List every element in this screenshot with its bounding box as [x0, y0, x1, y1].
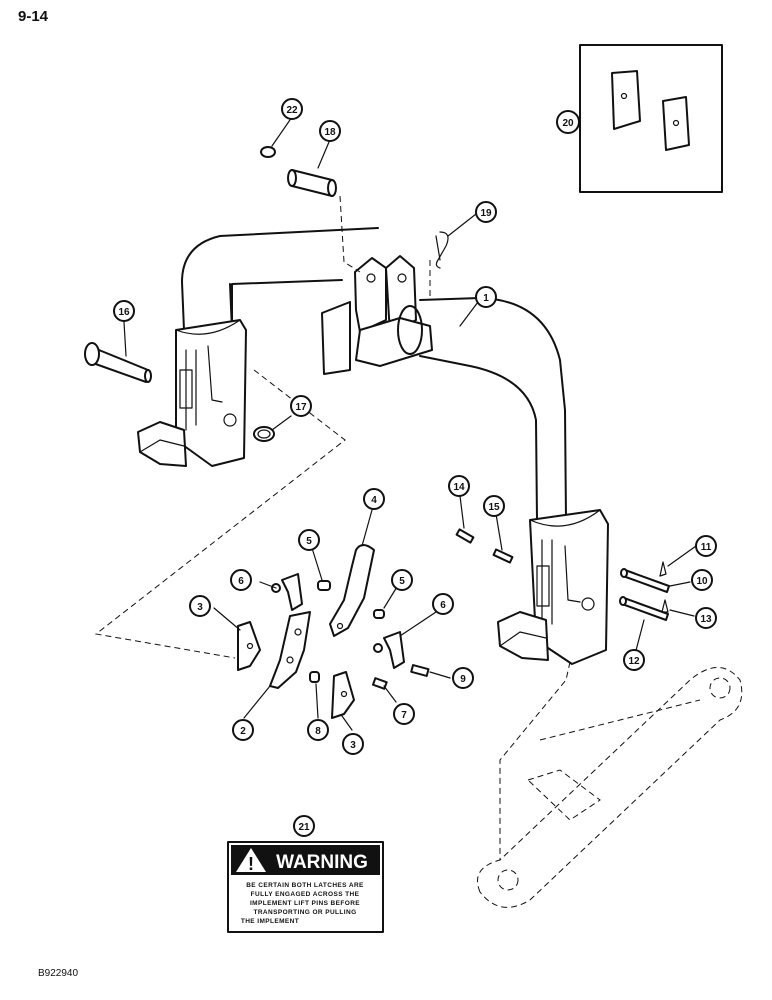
warning-symbol: !: [248, 854, 254, 874]
pin-18: [287, 169, 337, 197]
callout-13: 13: [695, 607, 717, 629]
clip-19: [435, 231, 449, 269]
callout-15: 15: [483, 495, 505, 517]
warning-line: BE CERTAIN BOTH LATCHES ARE: [246, 882, 364, 889]
warning-line: IMPLEMENT LIFT PINS BEFORE: [250, 900, 360, 907]
pin-16: [84, 342, 152, 383]
callout-16: 16: [113, 300, 135, 322]
snap-ring-22: [260, 146, 276, 158]
figure-code: B922940: [38, 968, 79, 979]
callout-label: 19: [480, 208, 492, 219]
pin-12: [619, 596, 669, 621]
callout-22: 22: [281, 98, 303, 120]
callout-3-lower: 3: [342, 733, 364, 755]
warning-line: TRANSPORTING OR PULLING: [253, 909, 356, 916]
callout-label: 22: [286, 105, 298, 116]
lower-link: [477, 667, 743, 908]
spring-6-left: [271, 573, 303, 611]
callout-19: 19: [475, 201, 497, 223]
callout-9: 9: [452, 667, 474, 689]
callout-label: 8: [315, 726, 321, 737]
plate-3-lower: [331, 671, 355, 719]
callout-6-right: 6: [432, 593, 454, 615]
callout-6-left: 6: [230, 569, 252, 591]
pin-9: [410, 664, 430, 677]
warning-line: THE IMPLEMENT: [241, 918, 299, 925]
latch-4: [329, 544, 375, 637]
callout-18: 18: [319, 120, 341, 142]
callout-label: 5: [399, 576, 405, 587]
pin-10: [620, 568, 670, 593]
callout-11: 11: [695, 535, 717, 557]
callout-label: 11: [701, 542, 712, 553]
callout-leaders: [123, 116, 697, 731]
callouts: 22 18 19 20 16 1 17 14 15 4 5 5 6 6 3 11…: [113, 98, 717, 837]
callout-label: 14: [453, 482, 465, 493]
callout-8: 8: [307, 719, 329, 741]
warning-heading: WARNING: [276, 852, 368, 873]
callout-label: 3: [197, 602, 203, 613]
callout-label: 5: [306, 536, 312, 547]
callout-12: 12: [623, 649, 645, 671]
callout-label: 2: [240, 726, 246, 737]
callout-label: 1: [483, 293, 489, 304]
callout-14: 14: [448, 475, 470, 497]
callout-label: 20: [562, 118, 574, 129]
callout-20: 20: [556, 110, 580, 134]
inset-wear-plates: [579, 44, 723, 193]
callout-1: 1: [475, 286, 497, 308]
callout-label: 21: [298, 822, 310, 833]
callout-label: 4: [371, 495, 377, 506]
guide-lower-link: [499, 661, 571, 860]
callout-label: 16: [118, 307, 130, 318]
callout-label: 17: [295, 402, 307, 413]
bushing-5-left: [317, 580, 331, 591]
callout-17: 17: [290, 395, 312, 417]
callout-label: 6: [238, 576, 244, 587]
callout-label: 7: [401, 710, 407, 721]
spring-6-right: [373, 631, 405, 669]
plate-3-upper: [237, 621, 261, 671]
callout-label: 3: [350, 740, 356, 751]
pin-7: [371, 677, 388, 690]
callout-label: 12: [628, 656, 640, 667]
callout-label: 10: [696, 576, 708, 587]
hitch-frame: [137, 227, 609, 665]
callout-label: 9: [460, 674, 466, 685]
bushing-8: [309, 671, 320, 683]
cotter-pin-11: [659, 561, 667, 577]
warning-decal: ! WARNING BE CERTAIN BOTH LATCHES ARE FU…: [227, 841, 384, 933]
callout-2: 2: [232, 719, 254, 741]
callout-7: 7: [393, 703, 415, 725]
callout-label: 18: [324, 127, 336, 138]
callout-4: 4: [363, 488, 385, 510]
guide-latch-assembly-left: [94, 369, 346, 659]
bushing-5-right: [373, 609, 385, 619]
cotter-pin-13: [661, 599, 669, 613]
callout-21: 21: [293, 815, 315, 837]
callout-5-right: 5: [391, 569, 413, 591]
callout-10: 10: [691, 569, 713, 591]
warning-line: FULLY ENGAGED ACROSS THE: [251, 891, 360, 898]
latch-plate-2: [269, 611, 311, 689]
callout-3-upper: 3: [189, 595, 211, 617]
callout-label: 13: [700, 614, 712, 625]
roll-pin-14: [455, 528, 475, 544]
callout-label: 6: [440, 600, 446, 611]
lynch-pin-17: [253, 426, 275, 442]
page-number: 9-14: [18, 8, 49, 25]
callout-5-left: 5: [298, 529, 320, 551]
roll-pin-15: [492, 548, 514, 564]
callout-label: 15: [488, 502, 500, 513]
guide-pin-18: [339, 195, 361, 273]
